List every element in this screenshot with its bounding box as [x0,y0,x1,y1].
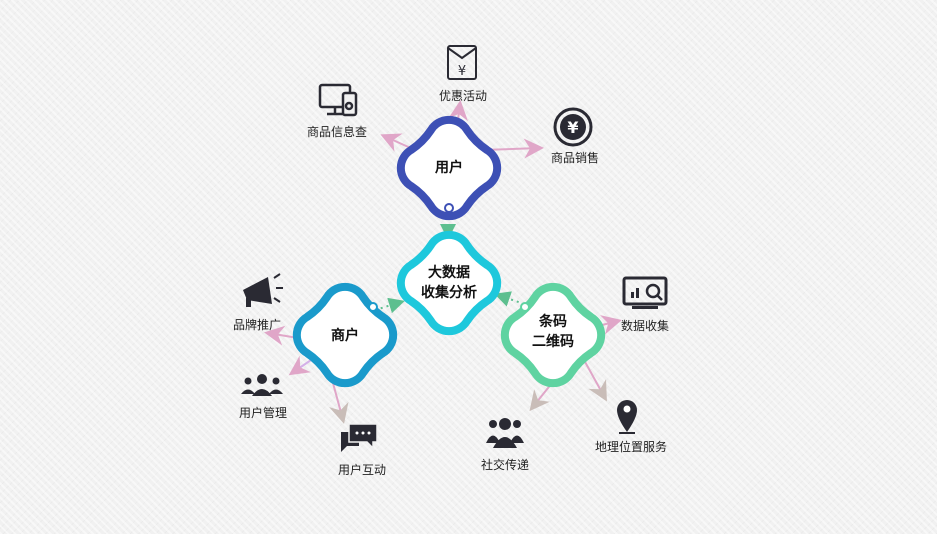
label-geo: 地理位置服务 [594,440,668,454]
envelope-yen-icon: ¥ [447,45,477,80]
node-barcode-line1: 条码 [539,314,567,330]
node-bigdata: 大数据收集分析 [421,263,477,303]
label-user-mgmt: 用户管理 [238,406,288,420]
clover-barcode [505,287,601,383]
arrow [583,359,607,402]
label-data-collect: 数据收集 [620,319,670,333]
chat-bubbles-icon [341,423,378,452]
yen-coin-icon: ¥ [553,107,593,147]
node-user: 用户 [435,160,463,176]
label-product-sales: 商品销售 [550,151,600,165]
users-group-icon [241,374,283,396]
people-crowd-icon [486,418,524,448]
location-pin-icon [617,400,637,434]
clover-user [401,120,497,216]
label-brand: 品牌推广 [232,318,282,332]
clover-merchant [297,287,393,383]
chart-monitor-icon [622,276,668,309]
label-social: 社交传递 [480,458,530,472]
node-bigdata-line1: 大数据 [428,265,470,281]
svg-text:¥: ¥ [458,64,466,79]
node-merchant: 商户 [331,328,359,344]
dotted-arrow [374,297,405,314]
node-barcode-line2: 二维码 [532,334,574,350]
monitor-search-icon [318,83,358,117]
label-user-interact: 用户互动 [337,463,387,477]
label-product-query: 商品信息查 [306,125,368,139]
node-barcode: 条码二维码 [532,312,574,352]
node-bigdata-line2: 收集分析 [421,285,477,301]
svg-text:¥: ¥ [567,118,578,137]
arrow [288,355,315,376]
megaphone-icon [243,273,283,307]
label-promotion: 优惠活动 [438,89,488,103]
